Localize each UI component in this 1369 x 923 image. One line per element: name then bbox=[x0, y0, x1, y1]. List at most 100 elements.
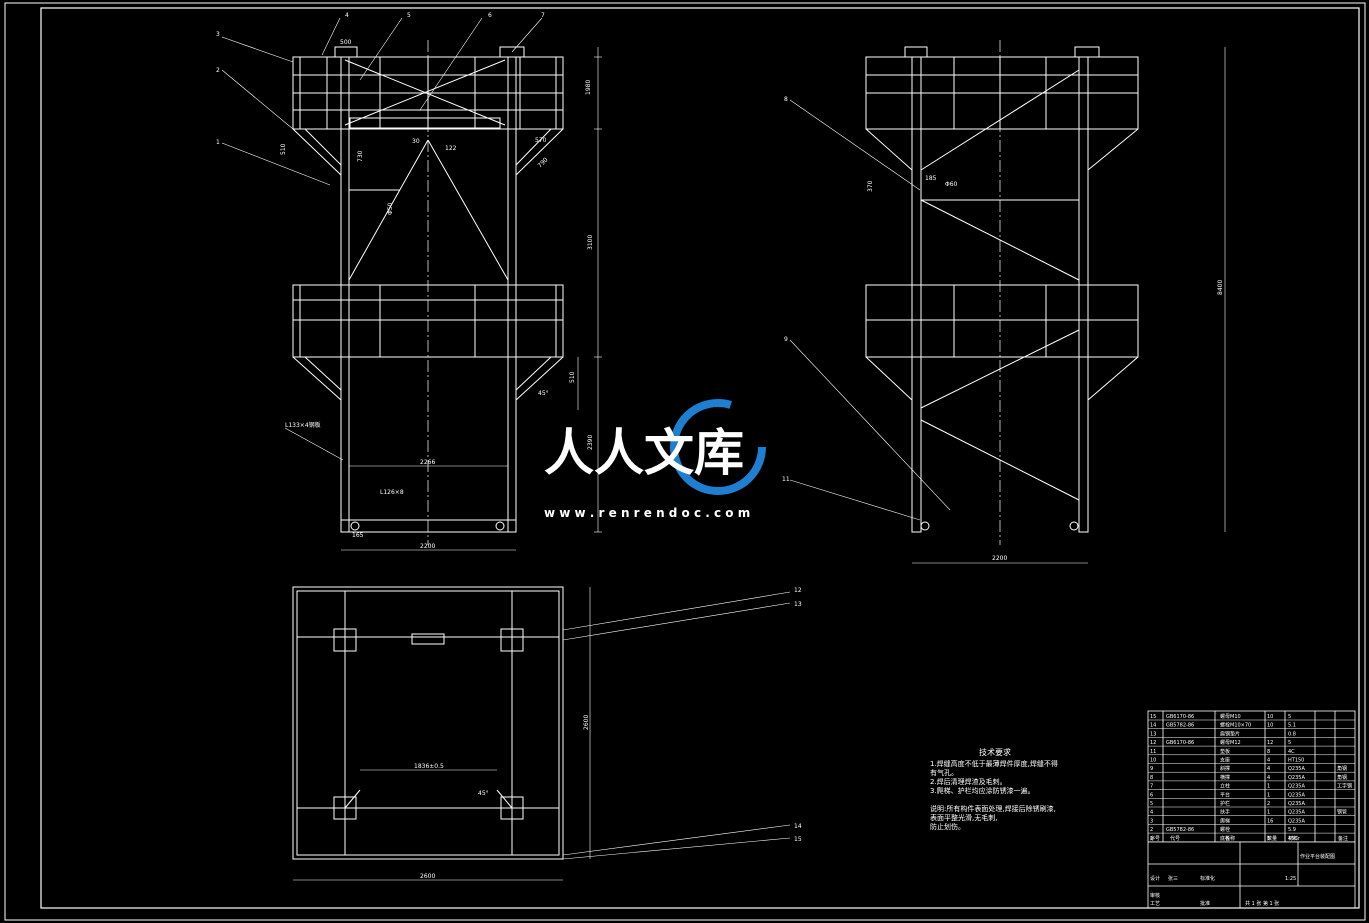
bom-cell: Q235A bbox=[1288, 775, 1305, 781]
dim-bracket: 510 bbox=[280, 143, 287, 155]
callout-14: 14 bbox=[794, 823, 802, 830]
inner-border bbox=[40, 7, 1360, 909]
plan-view-labels: 12 13 14 15 2600 2600 1836±0.5 45° bbox=[414, 587, 802, 880]
dim-370: 370 bbox=[867, 180, 874, 192]
bom-cell: 1 bbox=[1267, 810, 1270, 816]
callout-9: 9 bbox=[784, 336, 788, 343]
bom-cell: Q235A bbox=[1288, 810, 1305, 816]
bom-cell: 12 bbox=[1267, 740, 1273, 746]
bom-cell: 4C bbox=[1288, 749, 1295, 755]
title-drawing-name: 作业平台装配图 bbox=[1300, 853, 1335, 860]
bom-cell: 16 bbox=[1267, 818, 1273, 824]
plan-view bbox=[292, 586, 791, 881]
bom-cell: 护栏 bbox=[1220, 800, 1230, 807]
title-craft-label: 工艺 bbox=[1150, 901, 1160, 907]
side-view-labels: 8 9 11 8400 370 185 Φ60 2200 bbox=[782, 96, 1224, 562]
bom-cell: 爬梯 bbox=[1220, 817, 1230, 824]
bom-cell: 5 bbox=[1150, 801, 1153, 807]
bom-cell: 10 bbox=[1267, 714, 1273, 720]
bom-cell: 14 bbox=[1150, 723, 1156, 729]
bom-cell: 5.9 bbox=[1288, 827, 1296, 833]
bom-cell: 2 bbox=[1150, 827, 1153, 833]
bom-cell: 5 bbox=[1288, 714, 1291, 720]
title-block-labels: 序号 代号 名称 数量 材料 备注 设计 张三 标准化 审核 工艺 批准 1:2… bbox=[1150, 835, 1348, 907]
title-approve-label: 批准 bbox=[1200, 900, 1210, 907]
bom-header-no: 序号 bbox=[1150, 835, 1160, 842]
bom-cell: 12 bbox=[1150, 740, 1156, 746]
bom-cell: GB5782-86 bbox=[1166, 723, 1194, 729]
tech-line-5: 说明:所有构件表面处理,焊接后除锈刷漆, bbox=[930, 805, 1056, 813]
front-view-labels: 3 2 1 4 5 6 7 500 1980 510 730 570 30 12… bbox=[216, 12, 594, 550]
bom-cell: 横撑 bbox=[1220, 774, 1230, 781]
bom-cell: 8 bbox=[1267, 749, 1270, 755]
callout-5: 5 bbox=[407, 12, 411, 19]
bom-cell: 钢管 bbox=[1337, 809, 1347, 816]
bom-cell: Q235A bbox=[1288, 766, 1305, 772]
title-designer-label: 设计 bbox=[1150, 875, 1160, 882]
profile-1: L133×4钢板 bbox=[285, 421, 321, 429]
title-designer: 张三 bbox=[1168, 875, 1178, 882]
bom-cell: 13 bbox=[1150, 731, 1156, 737]
bom-cell: Q235A bbox=[1288, 784, 1305, 790]
title-std-label: 标准化 bbox=[1200, 875, 1215, 882]
bom-cell: 1 bbox=[1267, 784, 1270, 790]
callout-2: 2 bbox=[216, 67, 220, 74]
title-scale: 1:25 bbox=[1285, 876, 1296, 882]
dim-185: 185 bbox=[925, 175, 937, 182]
title-sheet: 共 1 张 第 1 张 bbox=[1245, 900, 1279, 907]
bom-cell: GB6170-86 bbox=[1166, 714, 1194, 720]
callout-6: 6 bbox=[488, 12, 492, 19]
bom-cell: 螺栓M10×70 bbox=[1220, 722, 1251, 729]
bom-cell: 支座 bbox=[1220, 757, 1230, 764]
dim-122: 122 bbox=[445, 145, 457, 152]
front-view bbox=[221, 17, 602, 551]
callout-3: 3 bbox=[216, 31, 220, 38]
bom-cell: 螺母M10 bbox=[1220, 713, 1241, 720]
bom-cell: 0.8 bbox=[1288, 731, 1296, 737]
dim-730: 730 bbox=[357, 150, 364, 162]
dim-side-width: 2200 bbox=[992, 555, 1007, 562]
bom-cell: 扁钢垫片 bbox=[1220, 730, 1240, 737]
dim-top-height: 1980 bbox=[585, 80, 592, 95]
watermark: 人人文库 w w w . r e n r e n d o c . c o m bbox=[544, 399, 766, 520]
bom-cell: 5 bbox=[1288, 740, 1291, 746]
dim-lower-height: 2390 bbox=[587, 435, 594, 450]
dim-phi50: Φ50 bbox=[387, 202, 394, 215]
watermark-brand: 人人文库 bbox=[544, 424, 744, 482]
bom-cell: 垫板 bbox=[1220, 748, 1230, 755]
bom-cell: 4 bbox=[1150, 810, 1153, 816]
bom-cell: Q235A bbox=[1288, 801, 1305, 807]
side-view bbox=[789, 40, 1226, 564]
bom-cell: 4 bbox=[1267, 766, 1270, 772]
callout-7: 7 bbox=[541, 12, 545, 19]
title-review-label: 审核 bbox=[1150, 892, 1160, 899]
tech-line-6: 表面平整光滑,无毛刺, bbox=[930, 814, 998, 822]
bom-cell: 5 bbox=[1267, 836, 1270, 842]
dim-mid-height: 3100 bbox=[587, 235, 594, 250]
dim-total-width: 2200 bbox=[420, 543, 435, 550]
tech-line-3: 3.爬梯、护栏均应涂防锈漆一遍。 bbox=[930, 787, 1035, 795]
callout-15: 15 bbox=[794, 836, 802, 843]
bom-header-name: 名称 bbox=[1225, 835, 1235, 842]
bom-cell: 扶手 bbox=[1220, 809, 1230, 816]
tech-line-1: 1.焊缝高度不低于最薄焊件厚度,焊缝不得有气孔。 bbox=[930, 760, 1058, 777]
watermark-url: w w w . r e n r e n d o c . c o m bbox=[544, 506, 750, 520]
dim-plan-inner: 1836±0.5 bbox=[414, 763, 444, 770]
bom-cell: 螺栓 bbox=[1220, 826, 1230, 833]
dim-plan-angle: 45° bbox=[478, 790, 489, 797]
bom-cell: 底板 bbox=[1220, 835, 1230, 842]
callout-11: 11 bbox=[782, 476, 790, 483]
dim-angle45: 45° bbox=[538, 390, 549, 397]
bom-cell: 角钢 bbox=[1337, 765, 1347, 772]
callout-4: 4 bbox=[345, 12, 349, 19]
dim-30: 30 bbox=[412, 138, 420, 145]
dim-bracket2: 510 bbox=[569, 371, 576, 383]
bom-cell: 角钢 bbox=[1337, 774, 1347, 781]
bom-cell: 11 bbox=[1150, 749, 1156, 755]
bom-cell: 8 bbox=[1150, 775, 1153, 781]
bom-header-qty: 数量 bbox=[1267, 835, 1277, 842]
bom-cell: 10 bbox=[1150, 758, 1156, 764]
callout-12: 12 bbox=[794, 587, 802, 594]
outer-border bbox=[4, 2, 1366, 921]
